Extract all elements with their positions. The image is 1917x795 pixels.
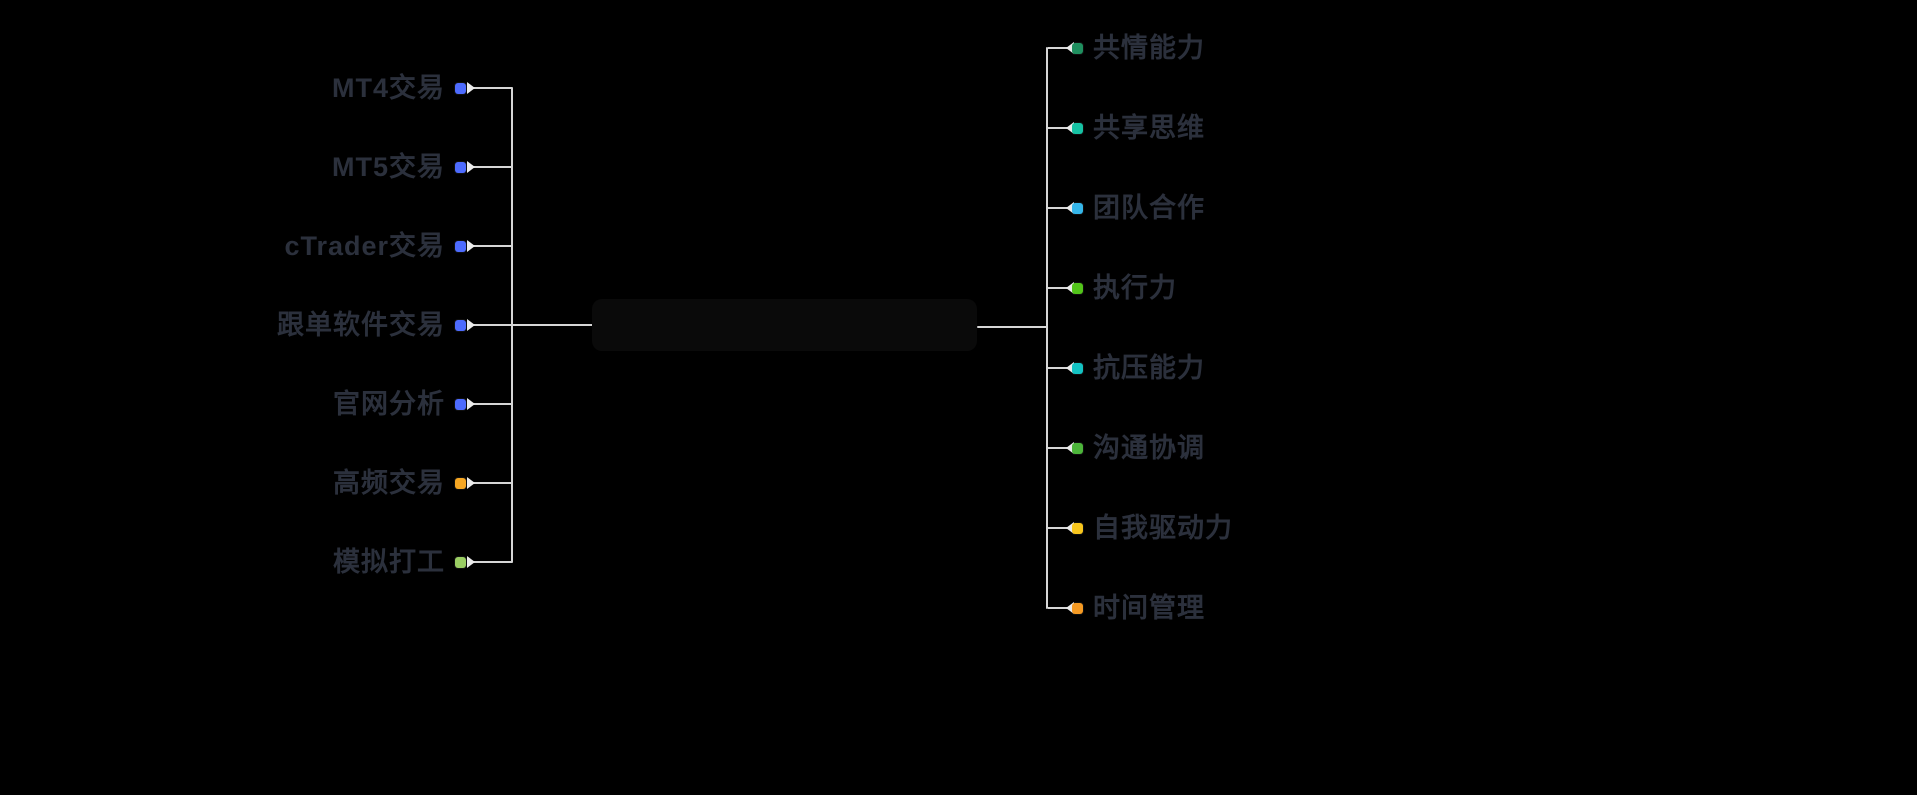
node-dot <box>455 240 466 252</box>
branch-node[interactable]: 团队合作 <box>1072 188 1205 228</box>
connector-line <box>1048 522 1074 534</box>
branch-node[interactable]: 共享思维 <box>1072 108 1205 148</box>
left-center-connector <box>511 324 593 326</box>
node-dot <box>455 477 466 489</box>
connector-line <box>467 556 512 568</box>
node-label: 共情能力 <box>1093 32 1205 63</box>
right-branch-spine <box>1046 47 1048 609</box>
connector-line <box>467 240 512 252</box>
node-dot <box>1072 442 1083 454</box>
node-label: 自我驱动力 <box>1093 512 1233 543</box>
node-label: 共享思维 <box>1093 112 1205 143</box>
node-dot <box>1072 362 1083 374</box>
node-label: 沟通协调 <box>1093 432 1205 463</box>
connector-line <box>1048 42 1074 54</box>
connector-line <box>1048 442 1074 454</box>
branch-node[interactable]: 跟单软件交易 <box>0 305 466 345</box>
branch-node[interactable]: MT5交易 <box>0 147 466 187</box>
branch-node[interactable]: 高频交易 <box>0 463 466 503</box>
branch-node[interactable]: 执行力 <box>1072 268 1177 308</box>
node-label: 模拟打工 <box>333 546 445 577</box>
node-dot <box>455 556 466 568</box>
node-dot <box>1072 522 1083 534</box>
node-dot <box>1072 202 1083 214</box>
branch-node[interactable]: 模拟打工 <box>0 542 466 582</box>
node-dot <box>455 319 466 331</box>
branch-node[interactable]: 共情能力 <box>1072 28 1205 68</box>
node-label: MT4交易 <box>332 72 445 103</box>
connector-line <box>1048 362 1074 374</box>
connector-line <box>1048 282 1074 294</box>
node-label: 跟单软件交易 <box>277 309 445 340</box>
branch-node[interactable]: 沟通协调 <box>1072 428 1205 468</box>
node-dot <box>455 398 466 410</box>
connector-line <box>467 398 512 410</box>
node-dot <box>455 82 466 94</box>
node-dot <box>1072 602 1083 614</box>
node-label: 团队合作 <box>1093 192 1205 223</box>
connector-line <box>1048 202 1074 214</box>
node-label: MT5交易 <box>332 151 445 182</box>
node-label: cTrader交易 <box>284 230 445 261</box>
node-label: 高频交易 <box>333 467 445 498</box>
node-label: 执行力 <box>1093 272 1177 303</box>
branch-node[interactable]: cTrader交易 <box>0 226 466 266</box>
connector-line <box>467 82 512 94</box>
node-label: 抗压能力 <box>1093 352 1205 383</box>
node-dot <box>1072 122 1083 134</box>
node-label: 时间管理 <box>1093 592 1205 623</box>
connector-line <box>1048 602 1074 614</box>
connector-line <box>1048 122 1074 134</box>
branch-node[interactable]: 官网分析 <box>0 384 466 424</box>
connector-line <box>467 319 512 331</box>
central-topic[interactable] <box>592 299 977 351</box>
connector-line <box>467 161 512 173</box>
branch-node[interactable]: MT4交易 <box>0 68 466 108</box>
node-dot <box>455 161 466 173</box>
branch-node[interactable]: 自我驱动力 <box>1072 508 1233 548</box>
branch-node[interactable]: 抗压能力 <box>1072 348 1205 388</box>
branch-node[interactable]: 时间管理 <box>1072 588 1205 628</box>
node-dot <box>1072 42 1083 54</box>
right-center-connector <box>977 326 1047 328</box>
node-label: 官网分析 <box>333 388 445 419</box>
connector-line <box>467 477 512 489</box>
node-dot <box>1072 282 1083 294</box>
